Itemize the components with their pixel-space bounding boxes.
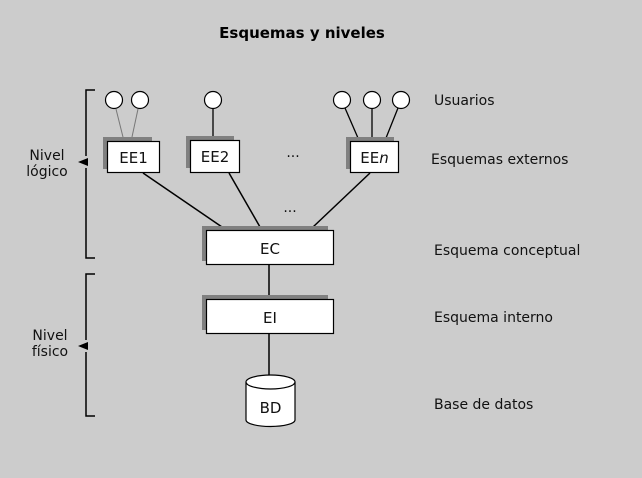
row-label-internal: Esquema interno <box>434 310 553 326</box>
conceptual-ellipsis: ... <box>283 200 296 216</box>
row-label-database: Base de datos <box>434 397 533 413</box>
diagram-title: Esquemas y niveles <box>219 24 385 42</box>
database-label: BD <box>260 399 282 417</box>
external-schema-ee1: EE1 <box>103 137 161 174</box>
user-icon <box>130 90 150 110</box>
physical-level-bracket <box>78 273 95 417</box>
ec-label: EC <box>260 240 280 258</box>
logical-level-label-line2: lógico <box>26 164 68 180</box>
database-cylinder-icon: BD <box>245 374 296 428</box>
physical-level-label-line1: Nivel <box>32 328 67 344</box>
external-ellipsis: ... <box>286 145 299 161</box>
ee2-label: EE2 <box>201 148 230 166</box>
een-label: EEn <box>360 149 388 167</box>
user-icon <box>362 90 382 110</box>
physical-level-label-line2: físico <box>32 344 68 360</box>
ee1-label: EE1 <box>119 149 148 167</box>
user-icon <box>104 90 124 110</box>
logical-level-label-line1: Nivel <box>29 148 64 164</box>
arrow-left-icon <box>78 342 88 350</box>
external-schema-ee2: EE2 <box>186 136 241 174</box>
internal-schema-box: EI <box>202 295 335 335</box>
conceptual-schema-box: EC <box>202 226 335 266</box>
external-to-conceptual-connectors <box>142 172 371 228</box>
logical-level-bracket <box>78 89 95 259</box>
user-icon <box>332 90 352 110</box>
row-label-users: Usuarios <box>434 93 495 109</box>
row-label-external: Esquemas externos <box>431 152 568 168</box>
arrow-left-icon <box>78 158 88 166</box>
ei-label: EI <box>263 309 277 327</box>
user-connectors <box>115 107 399 139</box>
external-schema-een: EEn <box>346 137 400 174</box>
user-icon <box>391 90 411 110</box>
users-group <box>104 90 411 110</box>
user-icon <box>203 90 223 110</box>
row-label-conceptual: Esquema conceptual <box>434 243 580 259</box>
